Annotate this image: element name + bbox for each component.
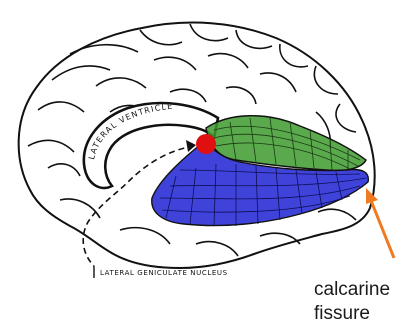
calcarine-label-line2: fissure <box>314 302 390 326</box>
calcarine-fissure-label: calcarine fissure <box>314 278 390 326</box>
calcarine-arrow-shaft <box>370 198 394 258</box>
lgn-marker <box>196 134 216 154</box>
calcarine-label-line1: calcarine <box>314 278 390 302</box>
lgn-label: LATERAL GENICULATE NUCLEUS <box>100 269 228 277</box>
